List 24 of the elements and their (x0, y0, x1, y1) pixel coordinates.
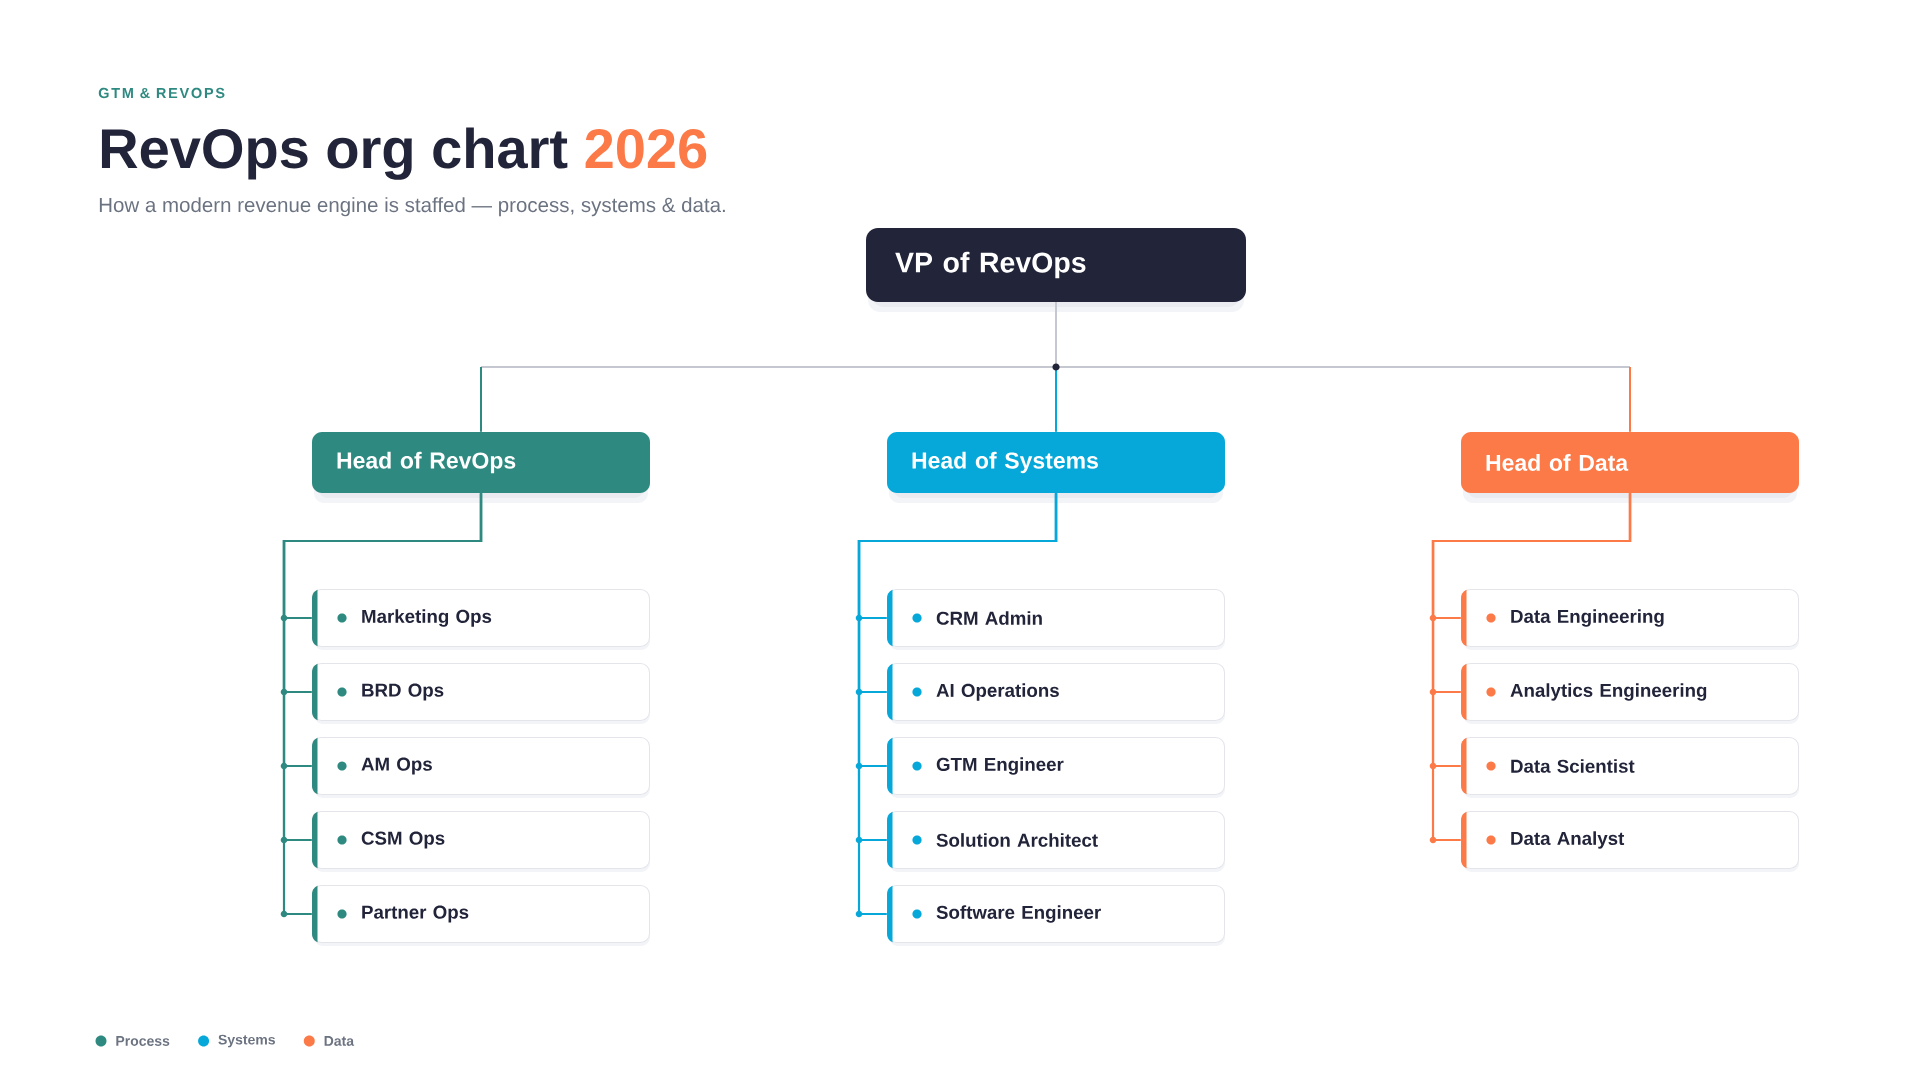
role-box: VP of RevOps (866, 228, 1246, 312)
role-card: CRM Admin (887, 589, 1225, 650)
role-card: CSM Ops (312, 811, 650, 872)
role-card: GTM Engineer (887, 737, 1225, 798)
role-card: AI Operations (887, 663, 1225, 724)
title: RevOps org chart 2026 (101, 127, 707, 180)
role-card: Data Scientist (1461, 737, 1799, 798)
role-card: Data Analyst (1461, 811, 1799, 872)
role-card: BRD Ops (312, 663, 650, 724)
legend-label: Process (116, 1036, 170, 1046)
role-card: Solution Architect (887, 811, 1225, 872)
role-box: Head of Systems (887, 432, 1225, 503)
role-card: Analytics Engineering (1461, 663, 1799, 724)
role-box: Head of RevOps (312, 432, 650, 503)
role-box: Head of Data (1461, 432, 1799, 503)
role-card: Software Engineer (887, 885, 1225, 946)
role-card: AM Ops (312, 737, 650, 798)
legend-label: Systems (218, 1034, 275, 1048)
kicker-text: GTM & REVOPS (98, 87, 225, 99)
subtitle: How a modern revenue engine is staffed — process, systems & data. (99, 197, 725, 217)
role-card: Partner Ops (312, 885, 650, 946)
role-card: Marketing Ops (312, 589, 650, 650)
legend-label: Data (324, 1036, 355, 1046)
role-card: Data Engineering (1461, 589, 1799, 650)
